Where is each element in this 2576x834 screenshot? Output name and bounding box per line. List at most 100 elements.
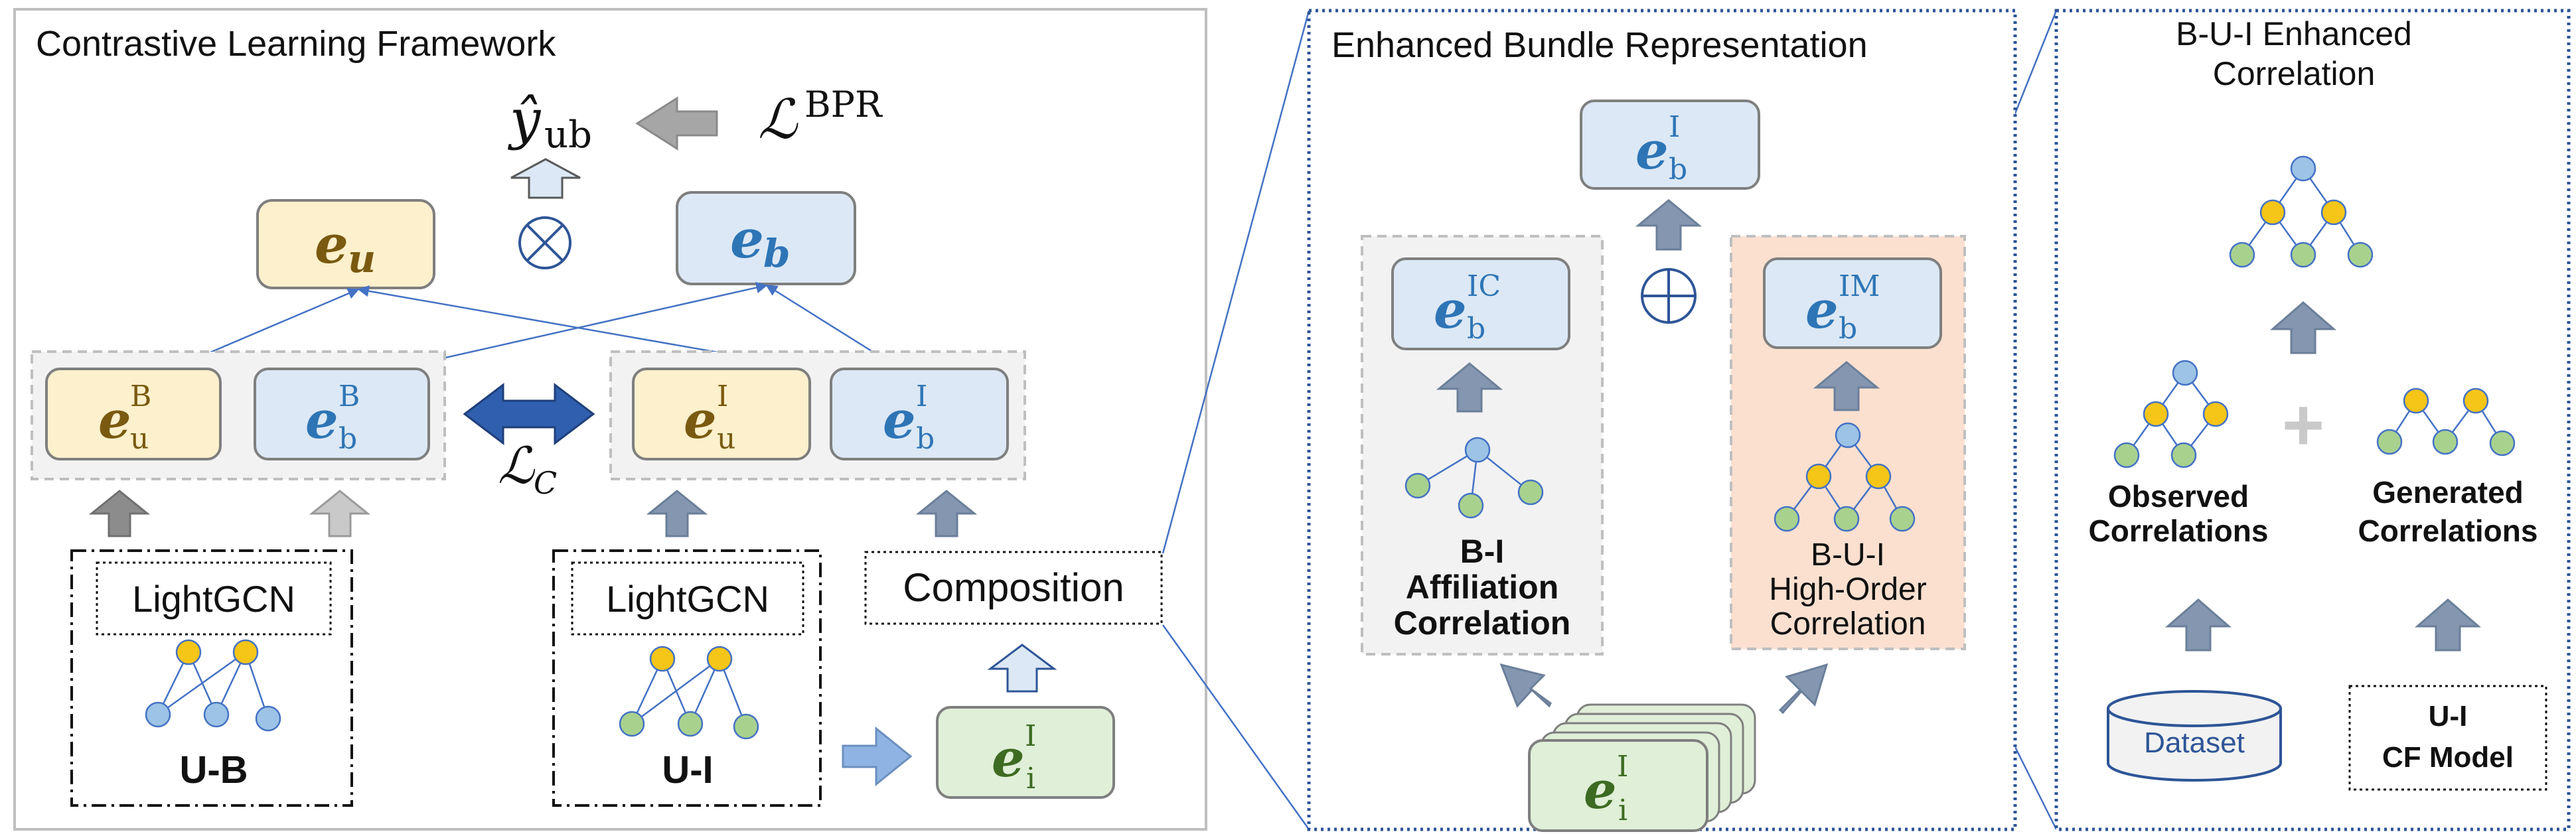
high-order-label-2: High-Order xyxy=(1769,572,1926,607)
contrastive-panel: Contrastive Learning Framework ŷ ub ℒ BP… xyxy=(13,8,1207,831)
y-hat-symbol: ŷ xyxy=(507,88,542,151)
svg-text:I: I xyxy=(1025,719,1036,753)
observed-label-1: Observed xyxy=(2108,479,2249,514)
loss-superscript-bpr: BPR xyxy=(804,84,883,125)
svg-text:I: I xyxy=(1617,750,1628,784)
ui-lightgcn-label: LightGCN xyxy=(606,578,769,620)
item-embedding-stack: e I i xyxy=(1528,703,1756,832)
ub-graph-icon xyxy=(145,639,281,732)
svg-text:b: b xyxy=(339,422,357,456)
ub-right-up-arrow xyxy=(309,490,371,537)
plus-icon: + xyxy=(2282,384,2324,466)
bundle-item-view-embedding: e I b xyxy=(830,368,1009,460)
ui-up-arrow xyxy=(646,490,708,537)
ub-lightgcn-box xyxy=(96,561,332,636)
svg-text:b: b xyxy=(1839,312,1857,346)
cf-up-arrow xyxy=(2414,598,2482,652)
fusion-up-arrow xyxy=(1635,199,1703,251)
bundle-embedding-box: e b xyxy=(676,191,856,285)
svg-text:u: u xyxy=(717,422,735,456)
bpr-loss: ℒ BPR xyxy=(758,84,883,151)
contrastive-double-arrow xyxy=(463,382,595,446)
cf-model-label-1: U-I xyxy=(2429,700,2468,732)
bui-panel-title-2: Correlation xyxy=(2213,55,2376,92)
svg-text:e: e xyxy=(1635,121,1669,181)
svg-text:e: e xyxy=(1805,280,1839,340)
contrastive-loss: ℒ C xyxy=(498,436,557,501)
user-item-view-embedding: e I u xyxy=(632,368,811,460)
svg-text:e: e xyxy=(992,729,1025,789)
affiliation-graph-icon xyxy=(1404,437,1544,519)
cf-model-label-2: CF Model xyxy=(2382,741,2514,774)
generated-label-2: Correlations xyxy=(2358,514,2538,548)
ui-to-item-arrow xyxy=(842,726,913,787)
product-otimes-icon xyxy=(518,216,571,269)
svg-text:e: e xyxy=(98,390,131,451)
svg-text:b: b xyxy=(763,231,791,276)
user-embedding-box: e u xyxy=(256,199,435,289)
enhanced-bundle-embedding: e I b xyxy=(1580,100,1760,190)
user-bundle-view-embedding: e B u xyxy=(45,368,222,460)
affiliation-up-arrow xyxy=(1436,362,1503,413)
svg-text:u: u xyxy=(130,422,149,456)
dataset-up-arrow xyxy=(2164,598,2232,652)
affiliation-label-3: Correlation xyxy=(1394,604,1571,642)
contrastive-panel-title: Contrastive Learning Framework xyxy=(36,24,556,64)
ub-left-up-arrow xyxy=(88,490,151,537)
bui-panel-title-1: B-U-I Enhanced xyxy=(2176,15,2412,52)
observed-label-2: Correlations xyxy=(2089,514,2269,548)
svg-text:I: I xyxy=(717,380,728,413)
enhanced-tree-icon xyxy=(2229,155,2374,268)
ui-lightgcn-box xyxy=(571,561,804,636)
bundle-bundle-view-embedding: e B b xyxy=(254,368,430,460)
high-order-up-arrow xyxy=(1813,361,1880,411)
ub-encoder-box xyxy=(70,549,353,807)
y-hat-subscript: ub xyxy=(544,113,592,157)
composition-box xyxy=(864,551,1163,625)
ui-graph-icon xyxy=(619,646,759,740)
generated-label-1: Generated xyxy=(2372,475,2524,510)
affiliation-label-1: B-I xyxy=(1460,533,1505,570)
combine-up-arrow xyxy=(2269,301,2337,354)
dataset-cylinder-icon xyxy=(2107,690,2282,782)
cf-model-box xyxy=(2348,685,2547,791)
svg-text:ℒ: ℒ xyxy=(498,436,536,495)
svg-text:e: e xyxy=(1584,760,1617,821)
high-order-label-1: B-U-I xyxy=(1811,537,1885,573)
items-to-high-order-arrow xyxy=(1778,663,1829,715)
ub-label: U-B xyxy=(179,748,248,792)
enhanced-panel: Enhanced Bundle Representation e I b e I… xyxy=(1307,9,2017,832)
svg-text:i: i xyxy=(1026,762,1035,796)
svg-text:B: B xyxy=(339,380,360,413)
svg-text:b: b xyxy=(1669,153,1687,186)
svg-text:C: C xyxy=(534,465,557,501)
generated-tree-icon xyxy=(2376,387,2516,456)
svg-text:IM: IM xyxy=(1839,269,1880,303)
svg-text:e: e xyxy=(730,208,764,270)
composition-label: Composition xyxy=(903,565,1124,610)
affiliation-label-2: Affiliation xyxy=(1406,569,1559,606)
bpr-to-prediction-arrow xyxy=(635,96,718,151)
dataset-label: Dataset xyxy=(2144,727,2245,759)
svg-text:u: u xyxy=(348,236,376,281)
ui-encoder-box xyxy=(552,549,822,807)
svg-text:b: b xyxy=(1467,312,1485,346)
high-order-label-3: Correlation xyxy=(1770,606,1926,642)
items-to-affiliation-arrow xyxy=(1499,663,1552,708)
enhanced-panel-title: Enhanced Bundle Representation xyxy=(1331,25,1868,65)
affiliation-embedding: e IC b xyxy=(1391,257,1570,350)
svg-text:b: b xyxy=(916,422,935,456)
composition-up-arrow xyxy=(915,490,978,537)
observed-tree-icon xyxy=(2113,360,2229,468)
ub-lightgcn-label: LightGCN xyxy=(132,578,295,620)
score-up-arrow xyxy=(510,158,581,199)
item-to-composition-arrow xyxy=(987,644,1057,693)
svg-text:I: I xyxy=(1669,110,1680,144)
bui-panel: B-U-I Enhanced Correlation + xyxy=(2054,9,2571,831)
ui-label: U-I xyxy=(662,748,713,792)
svg-text:IC: IC xyxy=(1467,269,1501,303)
svg-text:e: e xyxy=(684,390,717,451)
svg-text:B: B xyxy=(130,380,151,413)
high-order-embedding: e IM b xyxy=(1763,257,1942,349)
svg-text:i: i xyxy=(1618,794,1628,827)
